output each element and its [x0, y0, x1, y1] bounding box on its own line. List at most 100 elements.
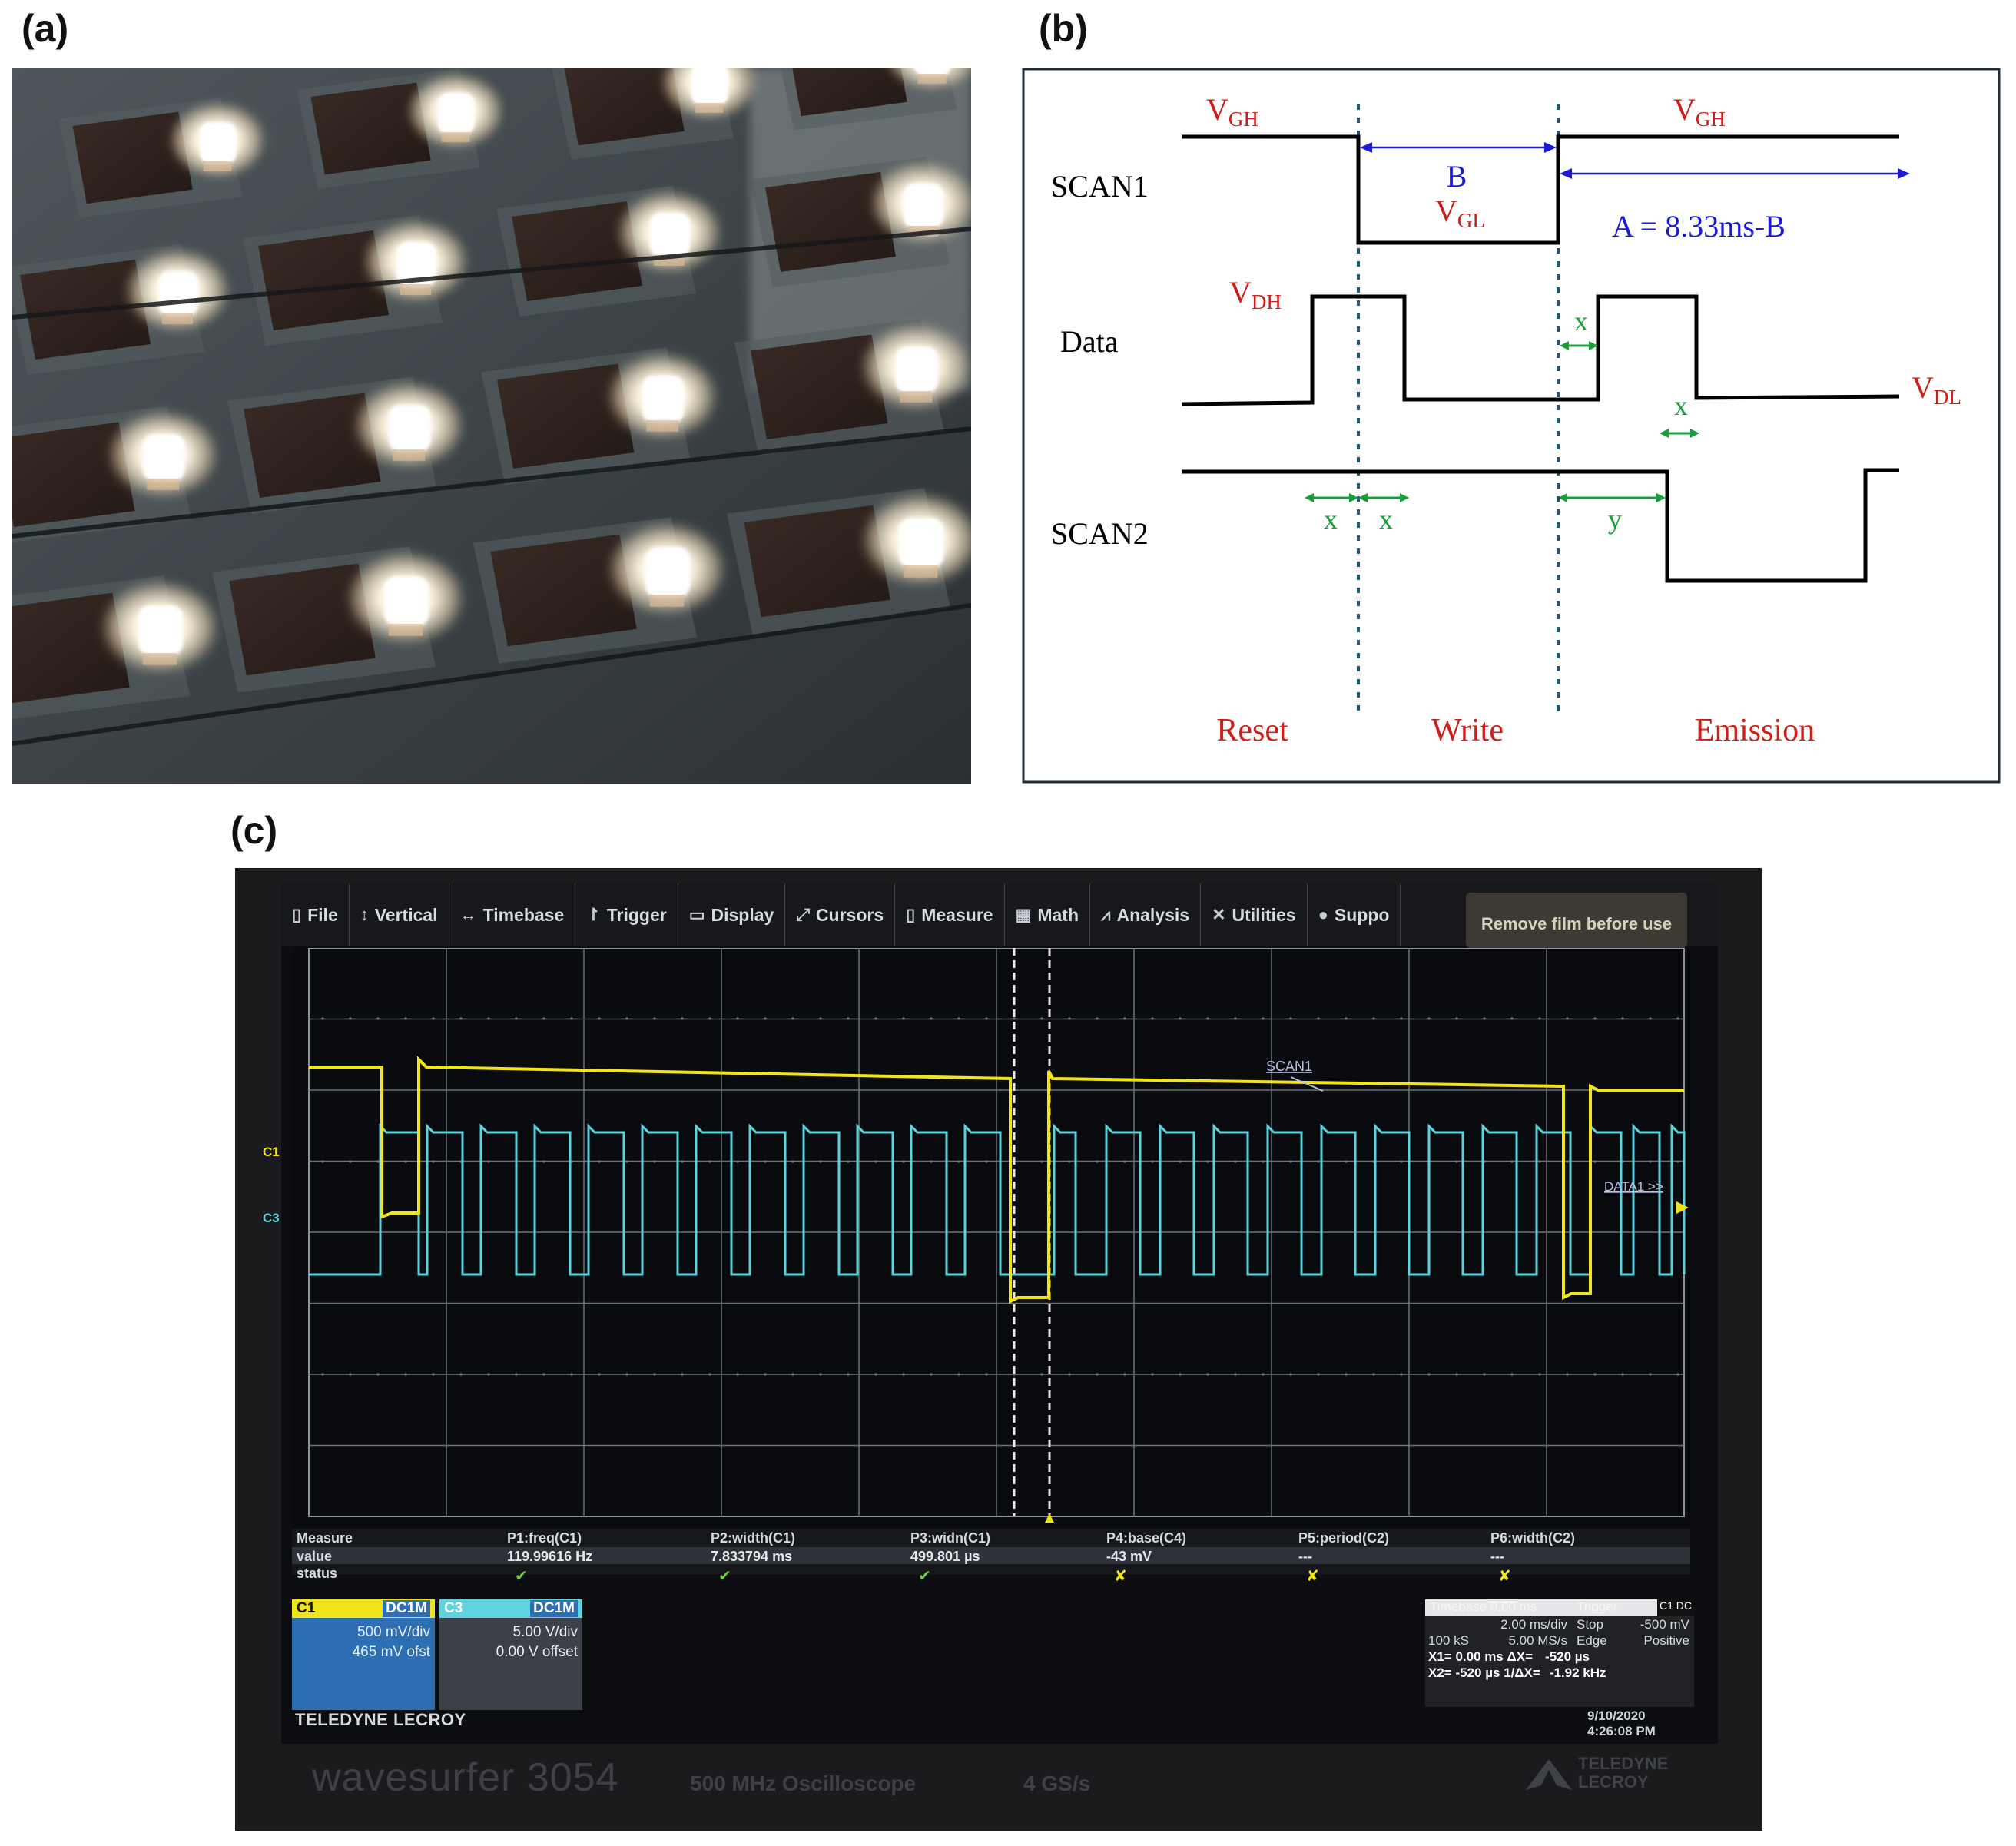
vgh-left-label: VGH [1206, 92, 1258, 131]
c3-scale: 5.00 V/div [512, 1624, 579, 1640]
menu-item-analysis[interactable]: ⩘Analysis [1090, 883, 1202, 946]
graticule-dot [321, 1373, 324, 1376]
graticule-dot [542, 1160, 545, 1163]
graticule-dot [653, 1160, 656, 1163]
channel-c3-box[interactable]: C3 DC1M 5.00 V/div 0.00 V offset [439, 1599, 582, 1710]
support-icon: ● [1318, 905, 1328, 924]
graticule-dot [930, 1160, 933, 1163]
graticule-dot [681, 1017, 684, 1020]
measure-param-2[interactable]: P2:width(C1) [711, 1530, 795, 1546]
x-label-2: x [1674, 390, 1688, 421]
menu-item-math[interactable]: ▦Math [1005, 883, 1091, 946]
waveform-svg: SCAN1 DATA1 >> [292, 947, 1690, 1528]
graticule-dot [1455, 1160, 1458, 1163]
menu-item-suppo[interactable]: ● Suppo [1308, 883, 1401, 946]
micro-led-array-photo [12, 68, 971, 784]
scope-bezel-footer: wavesurfer 3054 500 MHz Oscilloscope 4 G… [235, 1752, 1762, 1828]
graticule-dot [1372, 1017, 1375, 1020]
graticule-dot [1649, 1373, 1652, 1376]
menu-label: Suppo [1334, 904, 1390, 925]
menu-label: Utilities [1232, 904, 1296, 925]
scope-screen: ▯File↕Vertical↔Timebase ↾ Trigger ▭ Display ⤢… [263, 883, 1718, 1744]
graticule-dot [1096, 1373, 1099, 1376]
graticule-dot [1649, 1017, 1652, 1020]
menu-item-utilities[interactable]: ✕ Utilities [1201, 883, 1308, 946]
trace-c1-scan1 [309, 1056, 1684, 1304]
timebase-trigger-box[interactable]: Timebase 0.00 ms Trigger C1 DC 2.00 ms/d… [1425, 1599, 1694, 1707]
graticule-dot [736, 1160, 739, 1163]
graticule-dot [819, 1017, 822, 1020]
graticule-dot [1538, 1017, 1541, 1020]
measure-param-5[interactable]: P5:period(C2) [1298, 1530, 1389, 1546]
timebase-div: 2.00 ms/div [1500, 1617, 1567, 1632]
graticule-dot [376, 1373, 380, 1376]
graticule-dot [487, 1373, 490, 1376]
menu-item-cursors[interactable]: ⤢Cursors [785, 883, 896, 946]
graticule-dot [1455, 1017, 1458, 1020]
graticule-dot [459, 1373, 463, 1376]
teledyne-logo [1518, 1752, 1580, 1801]
graticule-dot [874, 1160, 877, 1163]
graticule-dot [1621, 1373, 1624, 1376]
trace-c3-data [309, 1123, 1686, 1276]
measure-param-6[interactable]: P6:width(C2) [1490, 1530, 1575, 1546]
timebase-title: Timebase 0.00 ms [1425, 1599, 1572, 1616]
display-icon: ▭ [688, 905, 705, 924]
graticule-dot [708, 1160, 711, 1163]
graticule-dot [598, 1017, 601, 1020]
menu-item-vertical[interactable]: ↕Vertical [350, 883, 449, 946]
menu-label: Trigger [606, 904, 667, 925]
menu-label: Display [711, 904, 774, 925]
trigger-icon: ↾ [586, 905, 601, 924]
graticule-dot [874, 1017, 877, 1020]
graticule-dot [1234, 1160, 1237, 1163]
channel-c1-box[interactable]: C1 DC1M 500 mV/div 465 mV ofst [292, 1599, 435, 1710]
graticule-dot [349, 1160, 352, 1163]
y-label: y [1608, 504, 1622, 535]
sample-rate-spec: 4 GS/s [1023, 1771, 1091, 1795]
graticule-dot [1455, 1373, 1458, 1376]
measure-status-6: ✘ [1498, 1568, 1511, 1585]
graticule-dot [1593, 1160, 1597, 1163]
x-label-1: x [1574, 306, 1588, 336]
measure-param-4[interactable]: P4:base(C4) [1106, 1530, 1186, 1546]
menu-item-file[interactable]: ▯File [281, 883, 350, 946]
graticule-dot [1372, 1373, 1375, 1376]
utilities-icon: ✕ [1212, 905, 1226, 924]
menu-item-display[interactable]: ▭ Display [678, 883, 786, 946]
measure-value-1: 119.99616 Hz [507, 1549, 592, 1564]
graticule-dot [376, 1017, 380, 1020]
graticule-dot [1427, 1017, 1431, 1020]
oscilloscope: ▯File↕Vertical↔Timebase ↾ Trigger ▭ Display ⤢… [235, 868, 1762, 1831]
graticule-dot [791, 1373, 794, 1376]
cursor-x1-readout: X1= 0.00 ms ΔX= [1428, 1649, 1534, 1664]
menu-item-trigger[interactable]: ↾ Trigger [575, 883, 678, 946]
graticule-dot [764, 1373, 767, 1376]
graticule-dot [847, 1017, 850, 1020]
menu-label: Analysis [1116, 904, 1190, 925]
menu-label: Timebase [482, 904, 565, 925]
graticule-dot [542, 1373, 545, 1376]
row-label-scan2: SCAN2 [1051, 516, 1149, 551]
measure-status-1: ✔ [515, 1568, 528, 1585]
measure-param-3[interactable]: P3:widn(C1) [910, 1530, 990, 1546]
trigger-tags: C1 DC [1656, 1599, 1694, 1616]
menu-item-timebase[interactable]: ↔Timebase [449, 883, 576, 946]
graticule-dot [432, 1373, 435, 1376]
graticule-dot [1538, 1160, 1541, 1163]
graticule-dot [902, 1017, 905, 1020]
measurement-columns: P1:freq(C1) 119.99616 Hz ✔ P2:width(C1) 7.83… [507, 1530, 1575, 1585]
measure-value-3: 499.801 µs [910, 1549, 980, 1564]
graticule-dot [1179, 1160, 1182, 1163]
menu-label: Vertical [374, 904, 438, 925]
menu-item-measure[interactable]: ▯Measure [895, 883, 1005, 946]
measure-value-2: 7.833794 ms [711, 1549, 792, 1564]
status-row-label: status [297, 1566, 337, 1581]
b-label: B [1447, 159, 1467, 194]
led-cell [297, 68, 506, 189]
graticule-dot [847, 1373, 850, 1376]
measure-param-1[interactable]: P1:freq(C1) [507, 1530, 582, 1546]
graticule-dot [1096, 1017, 1099, 1020]
led-cell [781, 68, 971, 131]
graticule-dot [957, 1373, 960, 1376]
